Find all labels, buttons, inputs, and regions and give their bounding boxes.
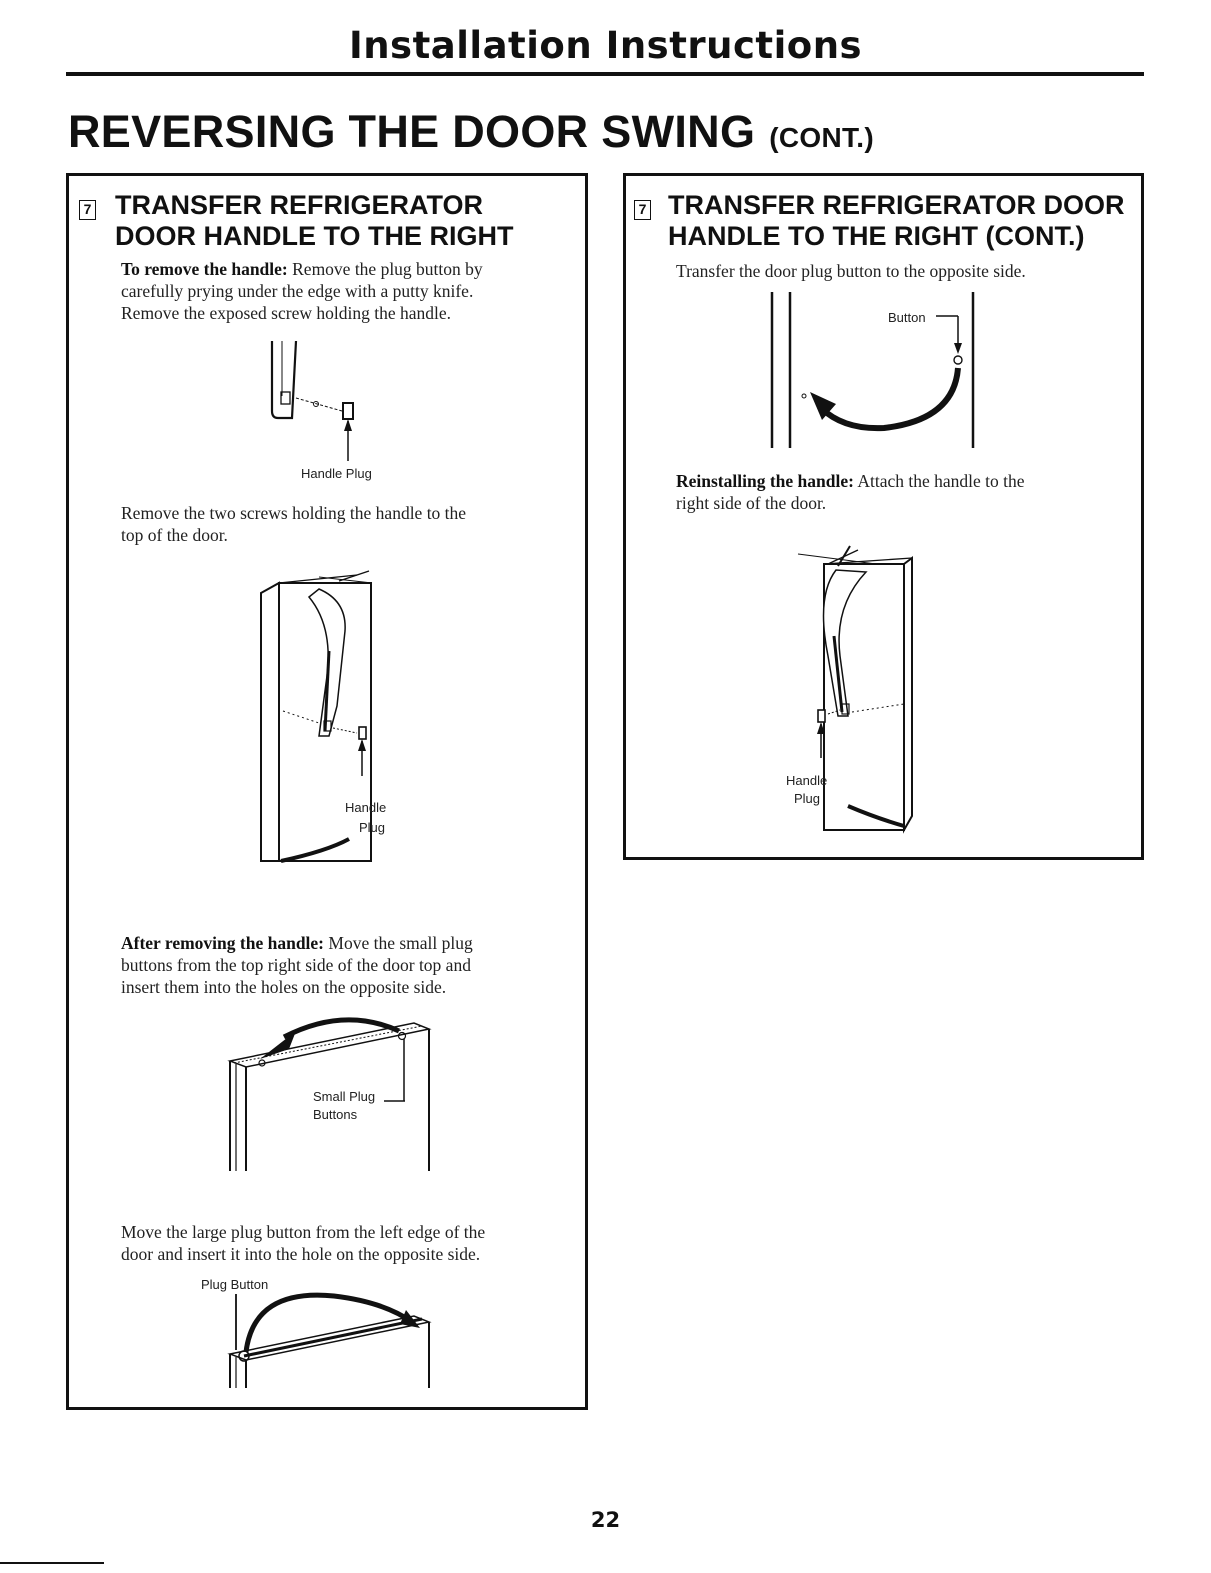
handle-plug-label-2b: Plug	[359, 820, 386, 835]
after-removing-text-3: insert them into the holes on the opposi…	[121, 977, 447, 997]
section-title: REVERSING THE DOOR SWING (CONT.)	[68, 106, 874, 158]
reinstall-handle-paragraph: Reinstalling the handle: Attach the hand…	[676, 470, 1136, 514]
after-removing-text-2: buttons from the top right side of the d…	[121, 955, 471, 975]
right-instruction-panel: 7 TRANSFER REFRIGERATOR DOOR HANDLE TO T…	[623, 173, 1144, 860]
step-heading-right-line2: HANDLE TO THE RIGHT (CONT.)	[668, 221, 1085, 251]
section-title-suffix: (CONT.)	[769, 122, 875, 153]
small-plug-label-a: Small Plug	[313, 1089, 376, 1104]
button-label: Button	[888, 310, 926, 325]
reinstall-handle-text-2: right side of the door.	[676, 493, 827, 513]
header-rule	[66, 72, 1144, 76]
reinstall-handle-lead: Reinstalling the handle:	[676, 471, 854, 491]
header-title: Installation Instructions	[348, 24, 863, 67]
step-heading-right-line1: TRANSFER REFRIGERATOR DOOR	[668, 190, 1125, 220]
plug-button-label: Plug Button	[201, 1277, 269, 1292]
transfer-button-figure	[770, 292, 975, 448]
step-heading-line2: DOOR HANDLE TO THE RIGHT	[115, 221, 514, 251]
remove-screws-text-1: Remove the two screws holding the handle…	[121, 503, 467, 523]
small-plug-buttons-figure	[227, 1017, 432, 1171]
move-large-plug-text-2: door and insert it into the hole on the …	[121, 1244, 481, 1264]
remove-handle-lead: To remove the handle:	[121, 259, 288, 279]
door-handle-figure	[260, 570, 373, 863]
left-instruction-panel: 7 TRANSFER REFRIGERATOR DOOR HANDLE TO T…	[66, 173, 588, 1410]
remove-screws-paragraph: Remove the two screws holding the handle…	[121, 502, 581, 546]
handle-plug-label-2a: Handle	[345, 800, 387, 815]
move-large-plug-text-1: Move the large plug button from the left…	[121, 1222, 486, 1242]
transfer-plug-paragraph: Transfer the door plug button to the opp…	[676, 261, 1026, 281]
step-number-badge-right: 7	[634, 200, 651, 220]
reinstall-handle-plug-label-b: Plug	[794, 791, 821, 806]
reinstall-handle-text-1: Attach the handle to the	[853, 471, 1025, 491]
after-removing-text-1: Move the small plug	[324, 933, 473, 953]
section-title-text: REVERSING THE DOOR SWING	[68, 106, 756, 157]
after-removing-lead: After removing the handle:	[121, 933, 325, 953]
footer-rule	[0, 1562, 104, 1564]
handle-plug-label: Handle Plug	[301, 466, 372, 481]
reinstall-handle-figure	[797, 545, 913, 834]
handle-plug-figure	[270, 340, 354, 461]
step-number-badge: 7	[79, 200, 96, 220]
remove-handle-text-3: Remove the exposed screw holding the han…	[121, 303, 451, 323]
remove-screws-text-2: top of the door.	[121, 525, 228, 545]
page-number: 22	[590, 1508, 621, 1532]
step-heading-line1: TRANSFER REFRIGERATOR	[115, 190, 484, 220]
small-plug-label-b: Buttons	[313, 1107, 358, 1122]
remove-handle-text-1: Remove the plug button by	[287, 259, 483, 279]
move-large-plug-paragraph: Move the large plug button from the left…	[121, 1221, 581, 1265]
remove-handle-text-2: carefully prying under the edge with a p…	[121, 281, 474, 301]
reinstall-handle-plug-label-a: Handle	[786, 773, 828, 788]
large-plug-button-figure	[227, 1292, 432, 1388]
remove-handle-paragraph: To remove the handle: Remove the plug bu…	[121, 258, 581, 324]
after-removing-paragraph: After removing the handle: Move the smal…	[121, 932, 581, 998]
